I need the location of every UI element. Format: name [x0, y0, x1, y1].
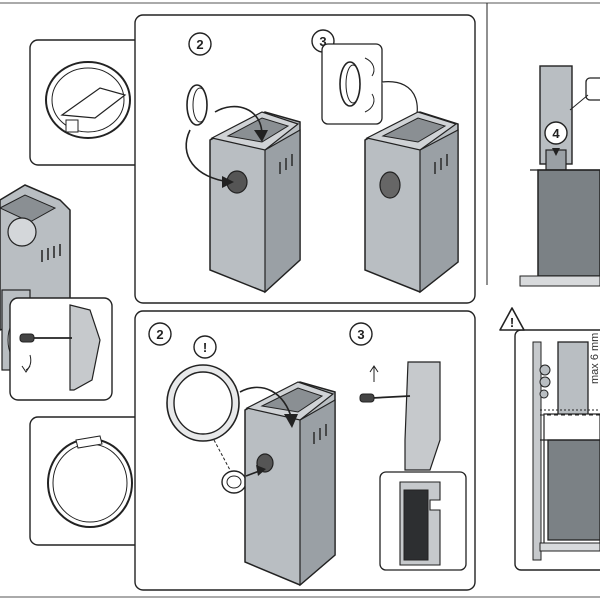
callout-screwdriver	[9, 297, 113, 401]
step-3-label-top: 3	[319, 34, 326, 49]
rotate-arrow-icon	[239, 386, 298, 477]
attention-mark: !	[203, 340, 207, 355]
warning-icon: !	[499, 307, 525, 331]
right-top-panel: 4	[486, 3, 600, 287]
max-gap-label: max 6 mm	[589, 333, 600, 384]
rotate-arrow-icon	[185, 105, 268, 188]
step-2-label-top: 2	[196, 37, 203, 52]
step-2-label-bottom: 2	[156, 327, 163, 342]
top-panel: 2 3	[134, 14, 476, 304]
bottom-panel: 2 ! 3	[134, 310, 476, 591]
step-3-label-bottom: 3	[357, 327, 364, 342]
info-icon: !	[193, 335, 217, 359]
step-4-label: 4	[552, 126, 560, 141]
stove-top-right	[364, 111, 459, 294]
stove-top-left	[209, 111, 301, 294]
stove-bottom	[244, 381, 336, 587]
callout-ring-bottom	[29, 416, 151, 546]
right-bottom-panel: ! max 6 mm	[499, 307, 600, 571]
warning-mark: !	[510, 315, 514, 330]
screwdriver-icon	[19, 333, 72, 343]
callout-ring-top	[29, 39, 146, 166]
screwdriver-icon	[359, 393, 411, 403]
